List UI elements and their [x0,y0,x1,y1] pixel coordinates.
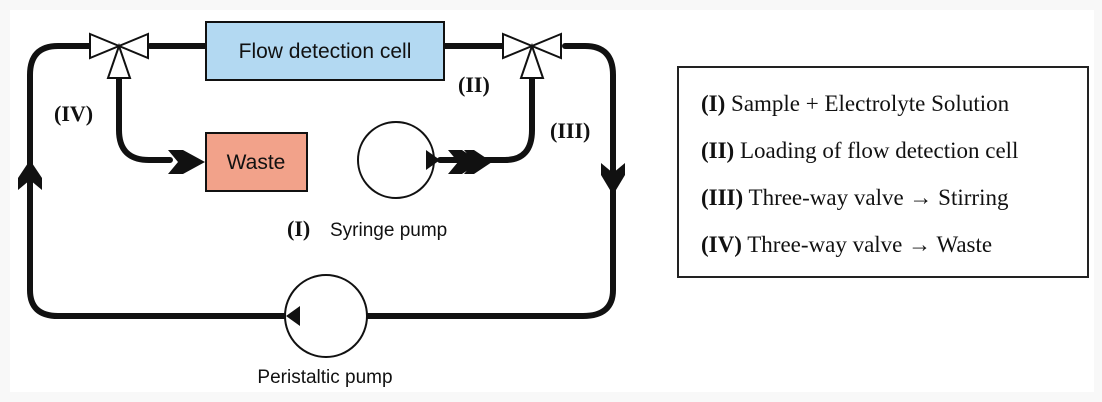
legend-num: (I) [701,91,726,116]
label-ii: (II) [458,72,490,97]
flow-cell-label: Flow detection cell [239,40,412,63]
label-iv: (IV) [54,101,93,126]
right-loop-down-arrow [601,163,625,195]
syringe-pump-arrow [426,150,440,170]
waste-box [205,132,308,192]
legend-text: Three-way valve → Waste [747,232,993,257]
legend-item-iii: (III) Three-way valve → Stirring [701,180,1087,227]
legend-item-i: (I) Sample + Electrolyte Solution [701,86,1087,133]
legend-num: (IV) [701,232,742,257]
three-way-valve-iv [89,32,149,79]
syringe-pump-label: Syringe pump [330,220,447,241]
flow-diagram: Flow detection cell Waste (IV) (II) (III… [18,21,625,388]
legend-item-ii: (II) Loading of flow detection cell [701,133,1087,180]
label-iii: (III) [550,118,590,143]
peristaltic-pump-arrow [286,306,300,326]
legend-num: (III) [701,185,744,210]
legend-text: Sample + Electrolyte Solution [731,91,1010,116]
legend-item-iv: (IV) Three-way valve → Waste [701,227,1087,274]
legend-box: (I) Sample + Electrolyte Solution (II) L… [677,66,1089,278]
legend-text: Loading of flow detection cell [739,138,1019,163]
flow-detection-cell [205,21,445,81]
syringe-outlet-arrow-2 [464,150,492,174]
waste-inlet-arrow [168,150,205,174]
peristaltic-pump-label: Peristaltic pump [257,367,392,388]
syringe-tubing [437,73,535,163]
label-i: (I) [287,216,310,241]
syringe-pump [357,121,435,199]
legend-num: (II) [701,138,735,163]
diagram-canvas: Flow detection cell Waste (IV) (II) (III… [10,10,1094,392]
legend-text: Three-way valve → Stirring [748,185,1009,210]
waste-label: Waste [227,151,286,174]
waste-tubing [116,73,173,163]
syringe-outlet-arrow-1 [448,150,480,174]
three-way-valve-ii [502,32,562,79]
peristaltic-pump [284,274,368,358]
left-loop-up-arrow [18,160,42,190]
